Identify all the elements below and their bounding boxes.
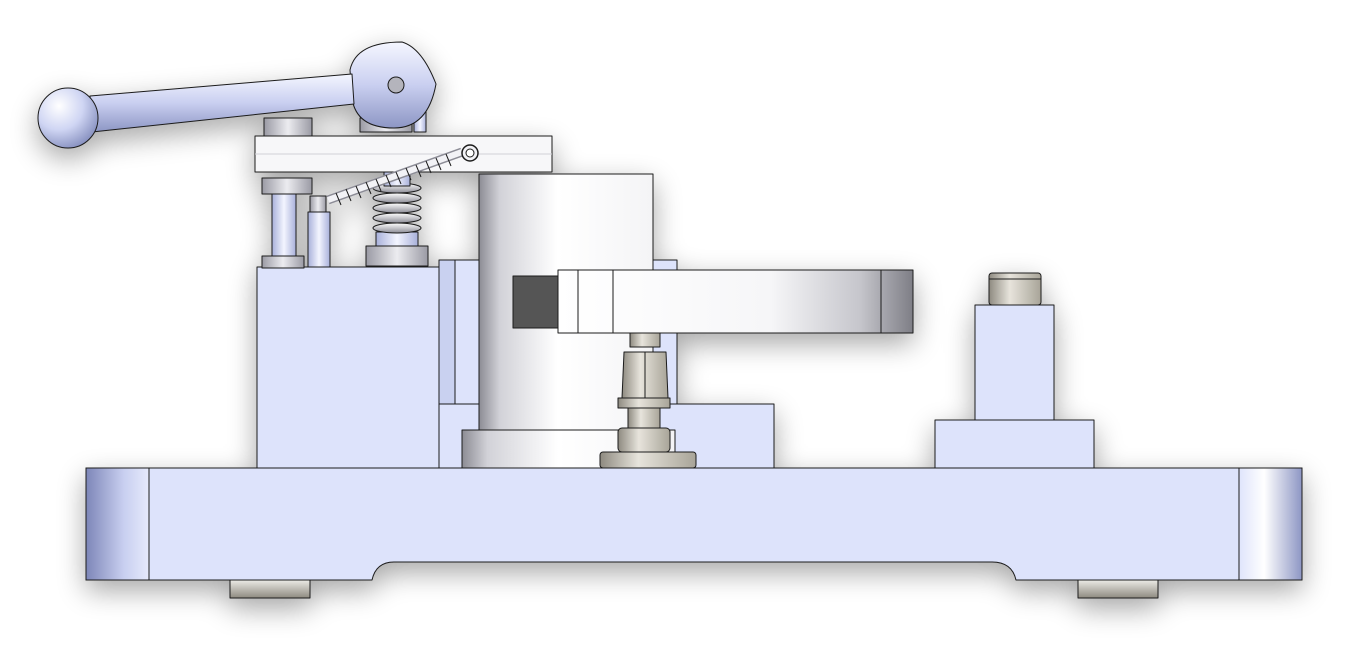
clamp-screw: [599, 332, 697, 469]
guide-post: [261, 117, 313, 269]
extension-spring: [326, 144, 479, 206]
top-clamp-plate: [254, 135, 553, 173]
clamp-arm: [512, 269, 914, 334]
base-foot-left: [229, 579, 311, 599]
locating-pin: [307, 195, 331, 268]
left-support-block: [256, 266, 440, 469]
lever-handle: [37, 73, 355, 149]
base-foot-right: [1077, 579, 1159, 599]
compression-spring: [365, 149, 429, 267]
lever-cam: [349, 41, 437, 133]
base-plate: [85, 467, 1303, 581]
right-stop-block: [934, 272, 1095, 469]
